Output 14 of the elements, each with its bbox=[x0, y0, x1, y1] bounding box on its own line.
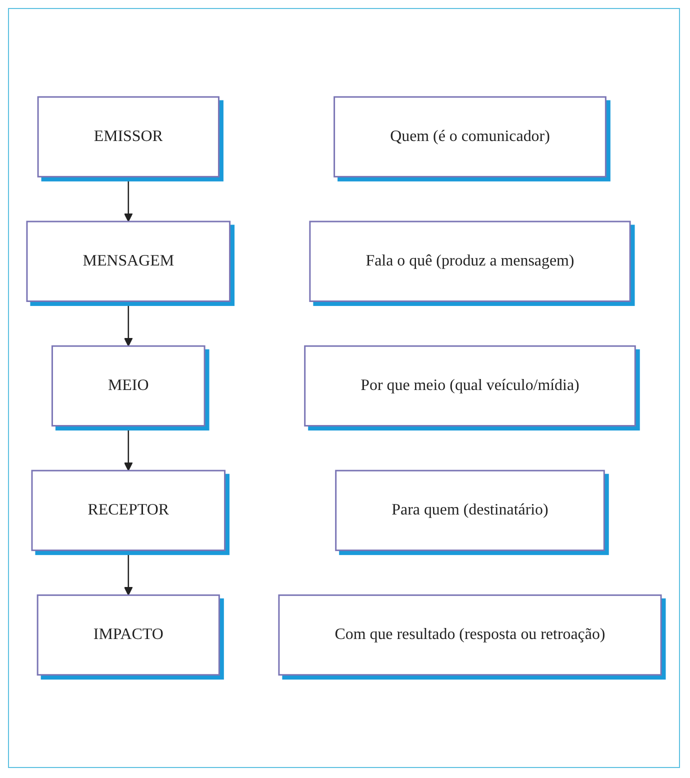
node-box: MEIO bbox=[51, 344, 206, 426]
node-box: Por que meio (qual veículo/mídia) bbox=[304, 344, 636, 426]
node-box: Para quem (destinatário) bbox=[335, 469, 605, 551]
node-box: Quem (é o comunicador) bbox=[334, 96, 606, 177]
node-box: MENSAGEM bbox=[26, 220, 231, 302]
arrow bbox=[124, 300, 133, 346]
node-box: EMISSOR bbox=[37, 96, 220, 177]
node-box: Fala o quê (produz a mensagem) bbox=[309, 220, 631, 302]
node-box: IMPACTO bbox=[36, 594, 220, 676]
arrow bbox=[124, 425, 133, 471]
arrow bbox=[124, 550, 133, 596]
node-box: RECEPTOR bbox=[31, 469, 226, 551]
node-box: Com que resultado (resposta ou retroação) bbox=[278, 594, 662, 676]
arrow bbox=[124, 176, 133, 222]
